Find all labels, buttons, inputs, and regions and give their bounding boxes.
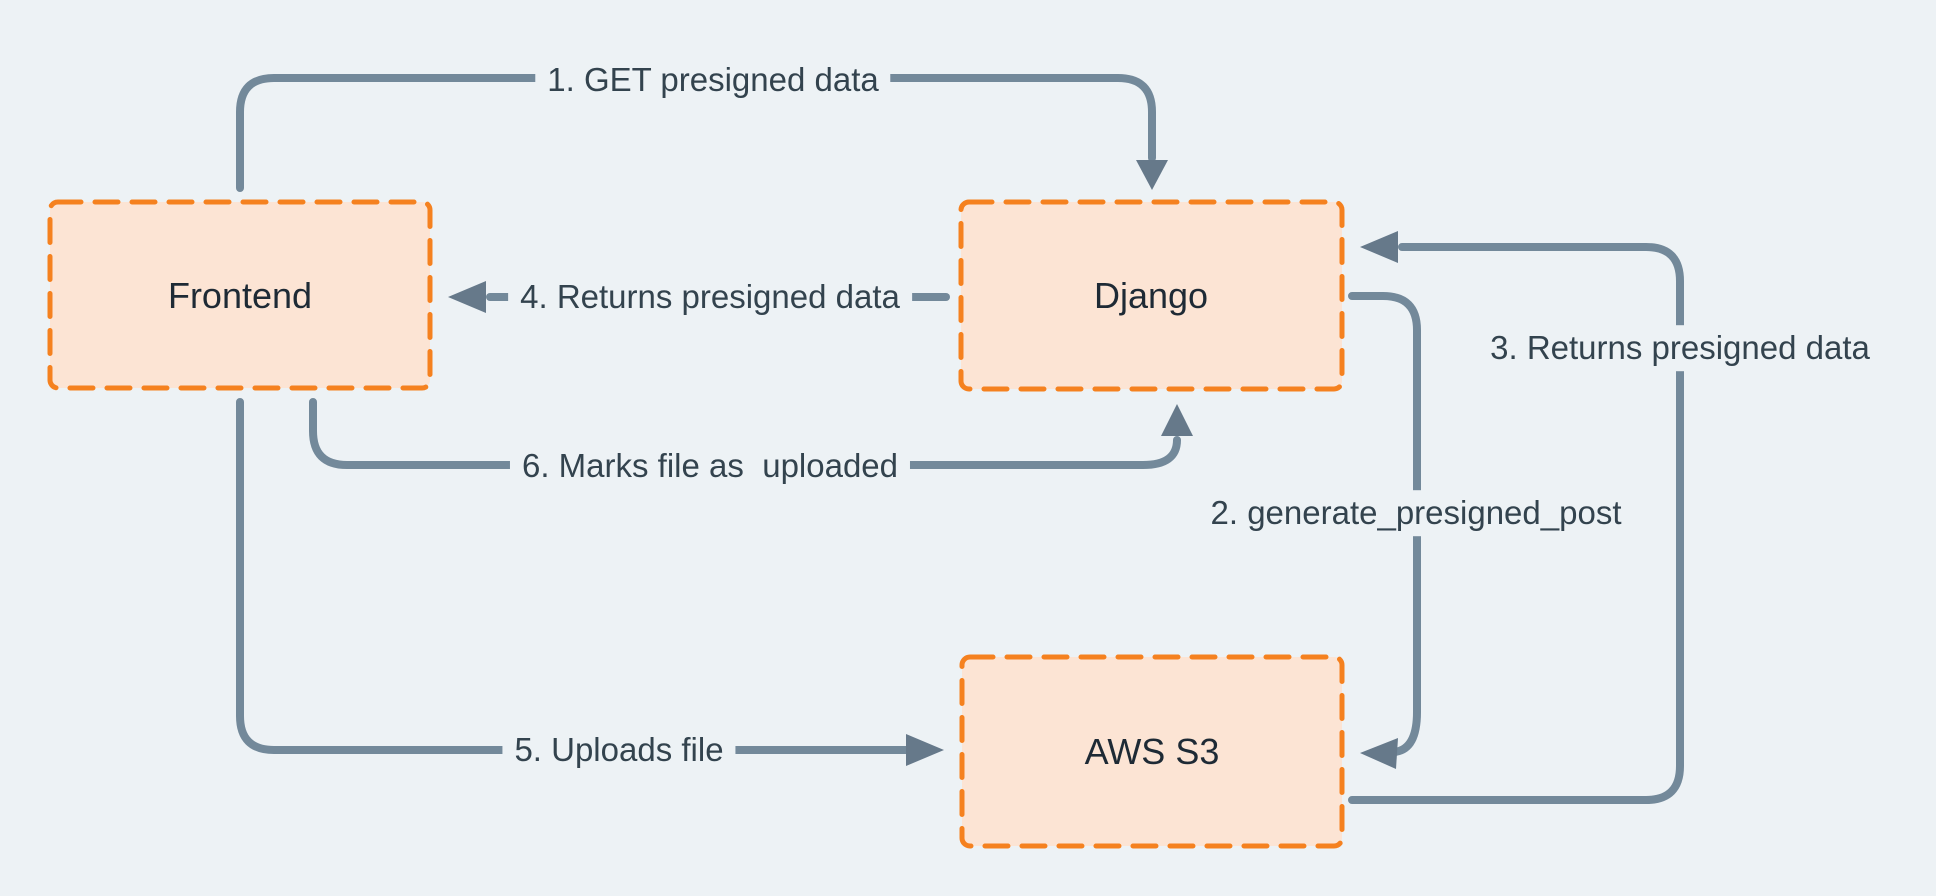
edge-2-generate-presigned-post bbox=[1348, 292, 1421, 756]
edge-6-marks-file-uploaded bbox=[309, 398, 1181, 469]
edge-5-arrow-right-icon bbox=[906, 734, 944, 766]
node-aws-s3-label: AWS S3 bbox=[1084, 731, 1220, 772]
edge-3-returns-presigned-data bbox=[1348, 243, 1684, 804]
edge-5-label: 5. Uploads file bbox=[502, 727, 736, 773]
edge-6-arrow-up-icon bbox=[1161, 404, 1193, 436]
edge-1-label: 1. GET presigned data bbox=[535, 57, 891, 103]
node-django-label: Django bbox=[1093, 275, 1209, 316]
edge-5-uploads-file bbox=[236, 398, 912, 754]
node-django-box bbox=[958, 199, 1345, 392]
edge-2-arrow-left-icon bbox=[1360, 738, 1398, 769]
edge-3-label: 3. Returns presigned data bbox=[1478, 325, 1882, 371]
edge-4-arrow-left-icon bbox=[448, 281, 486, 313]
edge-1-arrow-down-icon bbox=[1136, 160, 1168, 190]
node-frontend-box bbox=[47, 199, 433, 391]
edge-2-label: 2. generate_presigned_post bbox=[1198, 490, 1634, 536]
node-frontend-label: Frontend bbox=[167, 275, 313, 316]
edge-3-arrow-left-icon bbox=[1360, 231, 1398, 263]
node-aws-s3-box bbox=[959, 654, 1345, 849]
edge-4-label: 4. Returns presigned data bbox=[508, 274, 912, 320]
edge-6-label: 6. Marks file as uploaded bbox=[509, 443, 911, 489]
